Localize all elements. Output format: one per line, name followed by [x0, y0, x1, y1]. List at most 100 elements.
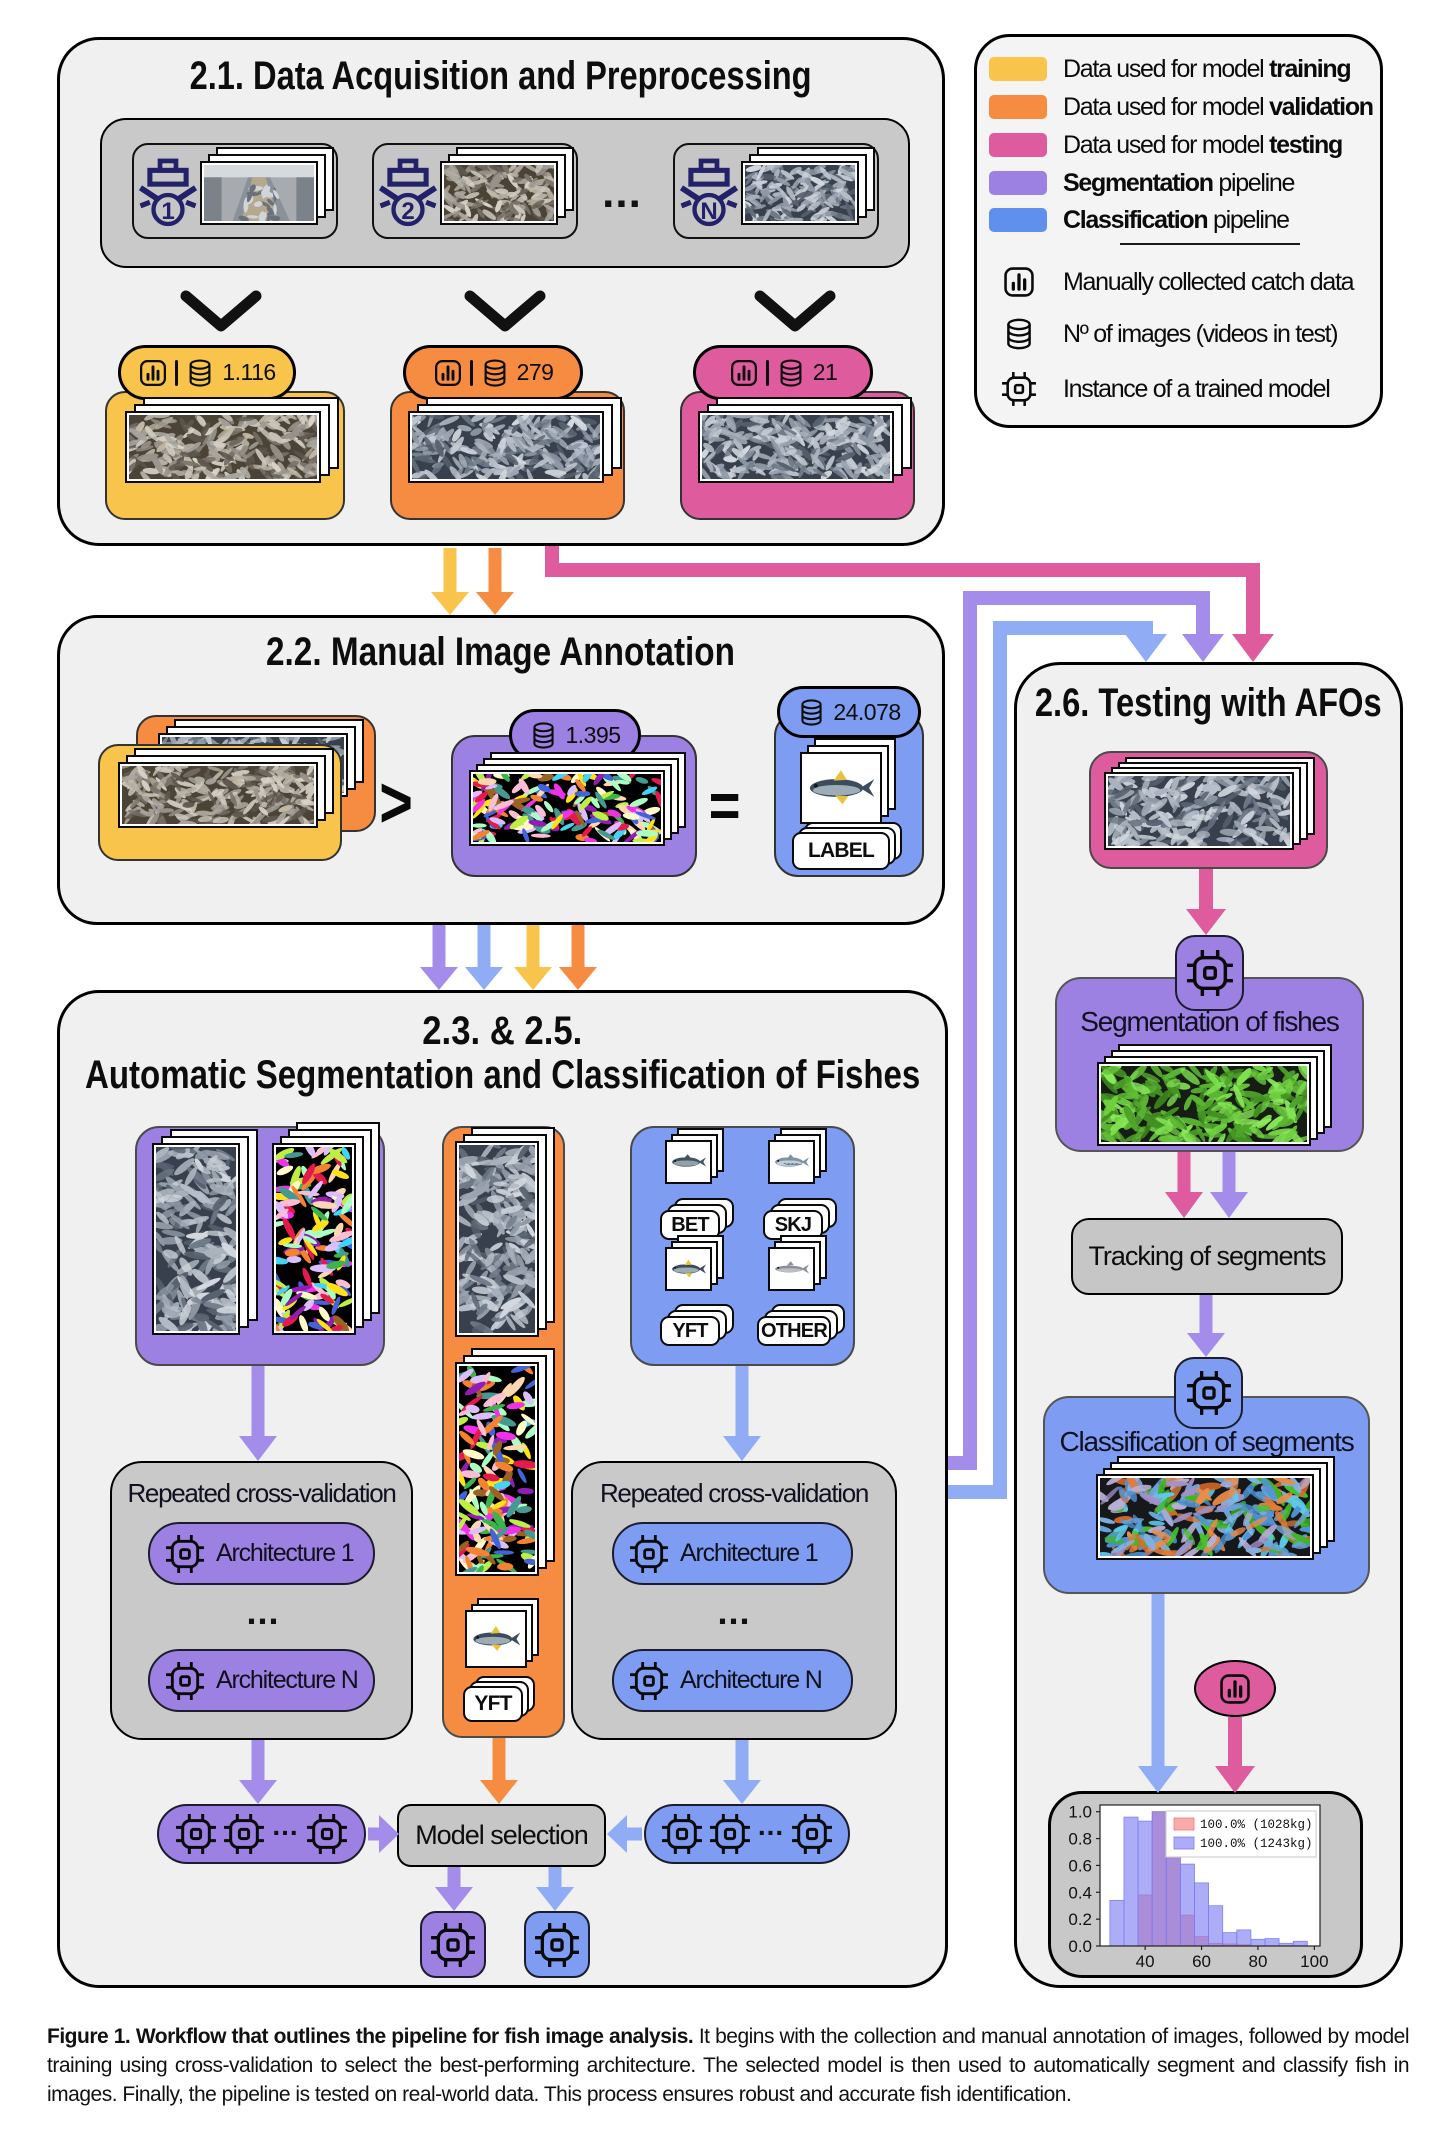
other-photo-stack [768, 1235, 827, 1291]
chip-icon [1187, 1371, 1231, 1415]
svg-text:80: 80 [1248, 1952, 1267, 1971]
models-ellipsis: ... [272, 1810, 299, 1841]
other-label-text: OTHER [760, 1319, 828, 1342]
photo-front [698, 411, 894, 483]
arrow-annotation-to-seg-purple [420, 925, 458, 990]
photo-front [665, 1247, 712, 1291]
chip-icon [166, 1535, 204, 1573]
bet-label-text: BET [671, 1213, 709, 1236]
testing-image-count: 21 [812, 359, 838, 385]
figure-caption: Figure 1. Workflow that outlines the pip… [47, 2022, 1410, 2109]
chip-icon [662, 1814, 702, 1854]
annotation-input-stack-training [118, 748, 334, 828]
database-icon [185, 358, 215, 388]
photo-front [1096, 1474, 1314, 1560]
classification-cv-title: Repeated cross-validation [599, 1478, 869, 1508]
segmentation-mask-stack [272, 1122, 380, 1335]
database-icon [797, 698, 826, 727]
label-card-front [660, 1316, 720, 1346]
chip-icon [630, 1535, 668, 1573]
bar-chart-icon [729, 358, 759, 388]
label-card-front [792, 832, 890, 870]
segmentation-raw-stack [152, 1129, 258, 1335]
svg-text:0.6: 0.6 [1068, 1856, 1092, 1875]
ship-number-2: 2 [401, 198, 415, 225]
svg-text:0.0: 0.0 [1068, 1937, 1092, 1956]
svg-text:0.8: 0.8 [1068, 1830, 1092, 1849]
validation-photo-stack [408, 397, 622, 483]
divider [469, 359, 473, 386]
skj-label-text: SKJ [774, 1213, 812, 1236]
afo-test-video-stack [1104, 757, 1315, 850]
photo-front [440, 161, 558, 225]
svg-text:0.4: 0.4 [1068, 1883, 1092, 1902]
section-2-3-title-line1: 2.3. & 2.5. [422, 1009, 583, 1053]
models-ellipsis: ... [757, 1810, 785, 1841]
skj-label-stack: SKJ [763, 1198, 837, 1240]
catch-data-badge [1194, 1660, 1276, 1717]
classification-architecture-1-chip: Architecture 1 [612, 1522, 853, 1585]
photo-front [465, 1610, 527, 1668]
chip-icon [307, 1814, 347, 1854]
chip-icon [224, 1814, 264, 1854]
legend-label-validation: Data used for model validation [1063, 93, 1374, 121]
segmentation-architecture-n-chip: Architecture N [148, 1649, 375, 1712]
bar-chart-icon [138, 358, 168, 388]
training-photo-stack [125, 397, 339, 483]
arrow-annotation-to-train-yellow [514, 925, 552, 990]
label-card-front [757, 1316, 831, 1346]
validation-mask-stack [455, 1348, 555, 1576]
segmentation-masks-stack [469, 752, 686, 846]
yft-photo-stack [665, 1235, 724, 1291]
vessel-1-photo-stack [200, 147, 334, 225]
validation-yft-label-stack: YFT [463, 1676, 535, 1722]
ship-number-1: 1 [161, 198, 175, 225]
svg-text:100: 100 [1300, 1952, 1328, 1971]
section-2-6-title: 2.6. Testing with AFOs [1035, 681, 1382, 725]
arrow-annotation-to-cls-blue [465, 925, 503, 990]
arrow-validation-to-annotation [476, 548, 514, 615]
legend-divider [1120, 243, 1300, 245]
figure-caption-bold: Figure 1. Workflow that outlines the pip… [47, 2025, 694, 2048]
legend-label-catch-data: Manually collected catch data [1063, 268, 1355, 296]
arrow-annotation-to-val-orange [559, 925, 597, 990]
legend-swatch-testing [989, 133, 1047, 157]
legend-label-segmentation: Segmentation pipeline [1063, 169, 1295, 197]
chip-icon [710, 1814, 750, 1854]
chip-icon [176, 1814, 216, 1854]
training-image-count: 1.116 [222, 359, 276, 385]
label-tag-stack: LABEL [792, 822, 902, 870]
label-count: 24.078 [833, 698, 901, 725]
fish-crop-stack [800, 738, 896, 824]
legend-label-classification: Classification pipeline [1063, 206, 1290, 234]
architecture-1-label: Architecture 1 [216, 1539, 355, 1567]
database-icon [1002, 317, 1036, 351]
labels-badge: 24.078 [777, 686, 921, 738]
classified-stack [1096, 1456, 1335, 1560]
divider [175, 359, 179, 386]
svg-text:100.0% (1243kg): 100.0% (1243kg) [1200, 1837, 1313, 1851]
photo-front [455, 1362, 539, 1576]
photo-front [200, 161, 318, 225]
training-count-badge: 1.116 [118, 345, 296, 400]
yft-label-text: YFT [672, 1319, 708, 1342]
chip-icon [535, 1923, 579, 1967]
legend-swatch-validation [989, 95, 1047, 119]
bet-photo-stack [665, 1128, 724, 1184]
svg-text:1.0: 1.0 [1068, 1803, 1092, 1822]
figure-caption-text: It begins with the collection and manual… [47, 2025, 1410, 2106]
legend-label-model-instance: Instance of a trained model [1063, 375, 1331, 403]
selected-classification-model-chip [524, 1911, 590, 1978]
greater-than-glyph: > [379, 763, 413, 843]
architecture-ellipsis: ... [717, 1591, 751, 1632]
photo-front [1104, 772, 1294, 850]
segmentation-architecture-1-chip: Architecture 1 [148, 1522, 375, 1585]
photo-front [469, 770, 665, 846]
legend-label-training: Data used for model training [1063, 55, 1352, 83]
photo-front [741, 161, 859, 225]
svg-text:40: 40 [1136, 1952, 1155, 1971]
tracking-label: Tracking of segments [1088, 1241, 1326, 1271]
photo-front [800, 752, 882, 824]
yft-label-stack: YFT [660, 1304, 734, 1346]
chip-icon [792, 1814, 832, 1854]
